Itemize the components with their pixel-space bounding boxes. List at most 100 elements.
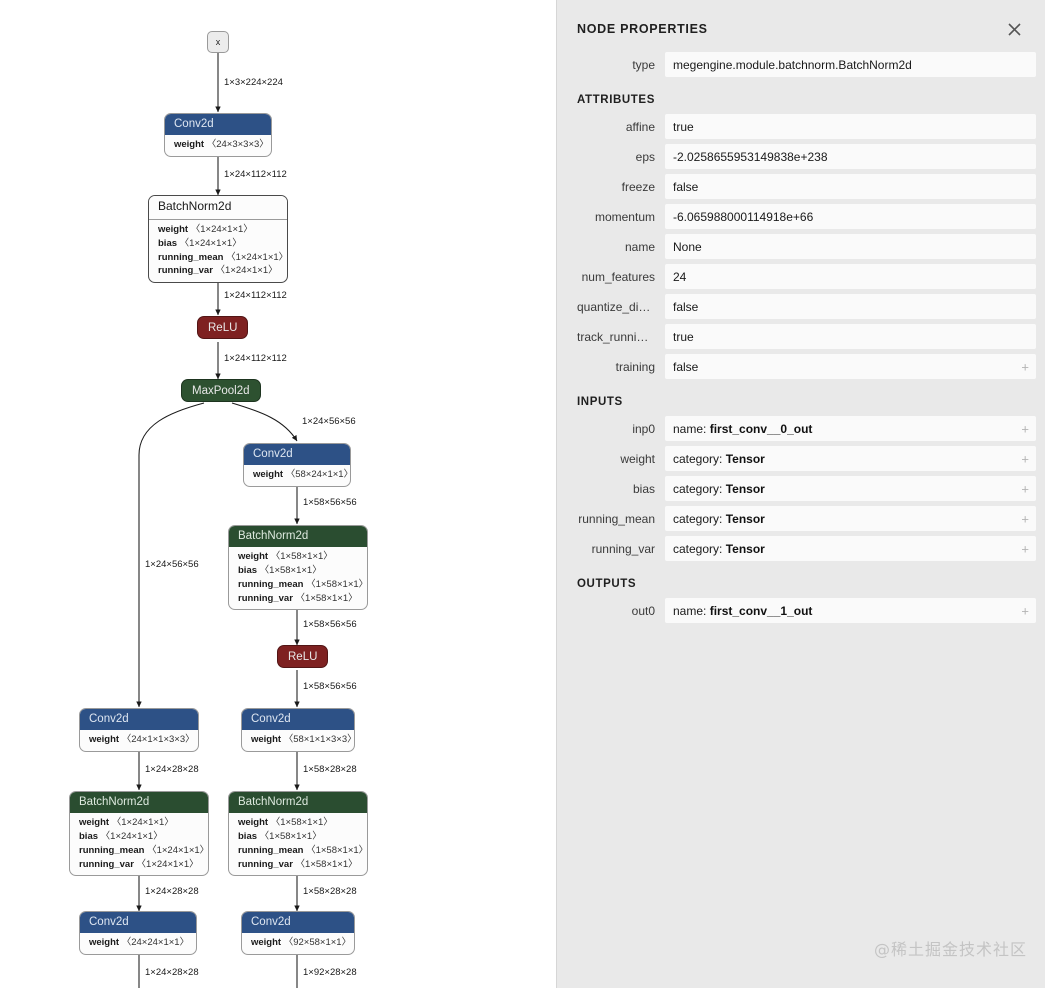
- expand-icon[interactable]: +: [1021, 511, 1029, 526]
- graph-node-conv2d-4-left[interactable]: Conv2d weight 〈24×24×1×1〉: [79, 911, 197, 956]
- edge-label: 1×24×56×56: [145, 559, 199, 570]
- expand-icon[interactable]: +: [1021, 359, 1029, 374]
- node-label: ReLU: [208, 321, 238, 334]
- property-row-freeze[interactable]: freeze false: [557, 174, 1045, 199]
- param-name: weight: [251, 937, 282, 949]
- param-name: running_var: [79, 858, 134, 870]
- row-value[interactable]: None: [665, 234, 1036, 259]
- node-header: Conv2d: [244, 444, 350, 466]
- node-param-row: weight 〈1×58×1×1〉: [238, 816, 358, 830]
- graph-node-conv2d-1[interactable]: Conv2d weight 〈24×3×3×3〉: [164, 113, 272, 158]
- graph-canvas[interactable]: x Conv2d weight 〈24×3×3×3〉 BatchNorm2d w…: [0, 0, 556, 988]
- graph-node-maxpool2d-1[interactable]: MaxPool2d: [181, 379, 261, 402]
- row-value-text: false: [673, 359, 699, 374]
- input-row-running-mean[interactable]: running_mean category: Tensor +: [557, 506, 1045, 531]
- param-dim: 〈1×58×1×1〉: [259, 831, 322, 843]
- graph-node-batchnorm2d-2[interactable]: BatchNorm2d weight 〈1×58×1×1〉 bias 〈1×58…: [228, 525, 368, 611]
- param-dim: 〈1×58×1×1〉: [270, 551, 333, 563]
- param-dim: 〈1×24×1×1〉: [215, 265, 278, 277]
- expand-icon[interactable]: +: [1021, 541, 1029, 556]
- row-value-text: Tensor: [725, 511, 765, 526]
- input-row-inp0[interactable]: inp0 name: first_conv__0_out +: [557, 416, 1045, 441]
- property-row-track-running-stats[interactable]: track_running… true: [557, 324, 1045, 349]
- graph-node-conv2d-4-right[interactable]: Conv2d weight 〈92×58×1×1〉: [241, 911, 355, 956]
- row-label: inp0: [632, 421, 655, 436]
- graph-node-batchnorm2d-1-selected[interactable]: BatchNorm2d weight 〈1×24×1×1〉 bias 〈1×24…: [148, 195, 288, 284]
- expand-icon[interactable]: +: [1021, 421, 1029, 436]
- graph-node-relu-1[interactable]: ReLU: [197, 316, 249, 339]
- edge-label: 1×3×224×224: [224, 77, 283, 88]
- property-row-name[interactable]: name None: [557, 234, 1045, 259]
- row-value[interactable]: false: [665, 294, 1036, 319]
- param-name: bias: [158, 237, 178, 249]
- node-header: BatchNorm2d: [229, 526, 367, 548]
- property-row-type[interactable]: type megengine.module.batchnorm.BatchNor…: [557, 52, 1045, 77]
- graph-node-conv2d-2[interactable]: Conv2d weight 〈58×24×1×1〉: [243, 443, 351, 488]
- row-value-key: category:: [673, 541, 723, 556]
- row-value-key: name:: [673, 421, 707, 436]
- row-label: weight: [620, 451, 655, 466]
- edge-label: 1×58×56×56: [303, 681, 357, 692]
- graph-node-batchnorm2d-3-right[interactable]: BatchNorm2d weight 〈1×58×1×1〉 bias 〈1×58…: [228, 791, 368, 877]
- row-value[interactable]: -2.0258655953149838e+238: [665, 144, 1036, 169]
- node-header: Conv2d: [242, 912, 354, 934]
- output-row-out0[interactable]: out0 name: first_conv__1_out +: [557, 598, 1045, 623]
- node-param-row: weight 〈24×3×3×3〉: [174, 138, 269, 152]
- row-value[interactable]: true: [665, 324, 1036, 349]
- row-value[interactable]: category: Tensor +: [665, 536, 1036, 561]
- row-value[interactable]: category: Tensor +: [665, 446, 1036, 471]
- graph-node-input-x[interactable]: x: [207, 31, 229, 53]
- param-dim: 〈1×58×1×1〉: [295, 858, 358, 870]
- row-label: running_mean: [578, 511, 655, 526]
- property-row-eps[interactable]: eps -2.0258655953149838e+238: [557, 144, 1045, 169]
- node-param-row: weight 〈1×58×1×1〉: [238, 550, 358, 564]
- row-value[interactable]: megengine.module.batchnorm.BatchNorm2d: [665, 52, 1036, 77]
- property-row-num-features[interactable]: num_features 24: [557, 264, 1045, 289]
- node-header: BatchNorm2d: [70, 792, 208, 814]
- param-name: bias: [238, 565, 258, 577]
- row-label: name: [624, 239, 655, 254]
- expand-icon[interactable]: +: [1021, 451, 1029, 466]
- row-value[interactable]: category: Tensor +: [665, 476, 1036, 501]
- row-value[interactable]: true: [665, 114, 1036, 139]
- node-params: weight 〈24×1×1×3×3〉: [80, 730, 198, 751]
- node-params: weight 〈1×24×1×1〉 bias 〈1×24×1×1〉 runnin…: [149, 220, 287, 282]
- row-value[interactable]: category: Tensor +: [665, 506, 1036, 531]
- property-row-training[interactable]: training false +: [557, 354, 1045, 379]
- node-param-row: weight 〈24×24×1×1〉: [89, 936, 189, 950]
- graph-node-conv2d-3-left[interactable]: Conv2d weight 〈24×1×1×3×3〉: [79, 708, 199, 753]
- param-dim: 〈1×24×1×1〉: [179, 237, 242, 249]
- node-params: weight 〈58×1×1×3×3〉: [242, 730, 354, 751]
- row-value[interactable]: name: first_conv__1_out +: [665, 598, 1036, 623]
- expand-icon[interactable]: +: [1021, 481, 1029, 496]
- param-dim: 〈1×24×1×1〉: [147, 844, 209, 856]
- param-dim: 〈1×24×1×1〉: [111, 817, 174, 829]
- node-param-row: bias 〈1×58×1×1〉: [238, 564, 358, 578]
- close-icon[interactable]: [1003, 18, 1025, 40]
- input-row-running-var[interactable]: running_var category: Tensor +: [557, 536, 1045, 561]
- property-row-quantize-disabled[interactable]: quantize_disa… false: [557, 294, 1045, 319]
- input-row-weight[interactable]: weight category: Tensor +: [557, 446, 1045, 471]
- param-name: running_var: [238, 858, 293, 870]
- edge-label: 1×58×56×56: [303, 619, 357, 630]
- property-row-affine[interactable]: affine true: [557, 114, 1045, 139]
- graph-node-batchnorm2d-3-left[interactable]: BatchNorm2d weight 〈1×24×1×1〉 bias 〈1×24…: [69, 791, 209, 877]
- row-value[interactable]: name: first_conv__0_out +: [665, 416, 1036, 441]
- row-value[interactable]: false +: [665, 354, 1036, 379]
- expand-icon[interactable]: +: [1021, 603, 1029, 618]
- row-value[interactable]: false: [665, 174, 1036, 199]
- graph-node-relu-2[interactable]: ReLU: [277, 645, 329, 668]
- row-value[interactable]: 24: [665, 264, 1036, 289]
- graph-node-conv2d-3-right[interactable]: Conv2d weight 〈58×1×1×3×3〉: [241, 708, 355, 753]
- edge-label: 1×24×56×56: [302, 416, 356, 427]
- input-row-bias[interactable]: bias category: Tensor +: [557, 476, 1045, 501]
- row-value-text: Tensor: [725, 451, 765, 466]
- edge-label: 1×24×28×28: [145, 764, 199, 775]
- param-name: running_mean: [238, 578, 304, 590]
- row-value[interactable]: -6.065988000114918e+66: [665, 204, 1036, 229]
- param-name: running_mean: [79, 844, 145, 856]
- row-label: quantize_disa…: [577, 299, 664, 314]
- property-row-momentum[interactable]: momentum -6.065988000114918e+66: [557, 204, 1045, 229]
- row-label: out0: [631, 603, 655, 618]
- node-label: ReLU: [288, 650, 318, 663]
